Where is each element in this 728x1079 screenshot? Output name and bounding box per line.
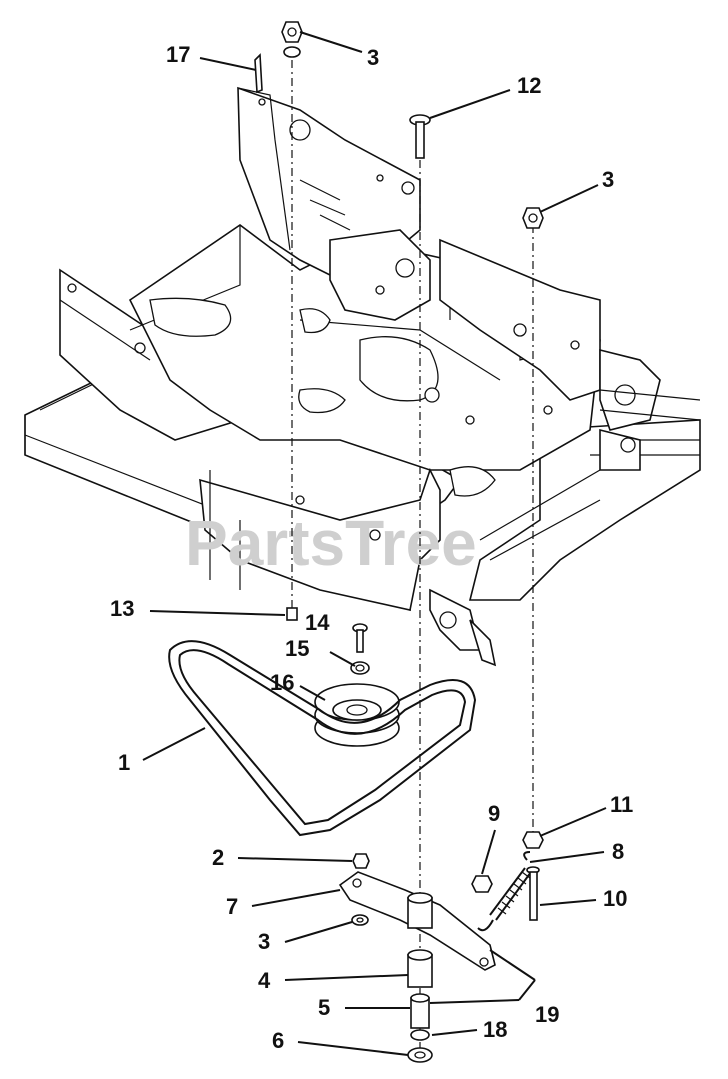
callout-16: 16 xyxy=(270,670,294,695)
callout-3-right: 3 xyxy=(602,167,614,192)
callout-18: 18 xyxy=(483,1017,507,1042)
part-2-nut xyxy=(352,853,370,869)
part-13-bolt xyxy=(286,607,298,621)
callout-labels: 17 3 12 3 13 14 15 16 1 9 11 2 8 7 10 3 … xyxy=(110,42,633,1053)
part-4-bushing xyxy=(407,949,433,988)
callout-4: 4 xyxy=(258,968,271,993)
callout-2: 2 xyxy=(212,845,224,870)
watermark-text: PartsTree xyxy=(185,507,477,579)
part-8-spring xyxy=(477,851,532,932)
part-5-spacer xyxy=(410,993,430,1029)
callout-10: 10 xyxy=(603,886,627,911)
part-14-bolt xyxy=(352,623,368,653)
part-3-nut-top xyxy=(281,21,303,58)
part-7-idler-arm xyxy=(338,871,496,971)
callout-9: 9 xyxy=(488,801,500,826)
part-3-washer-lower xyxy=(351,914,369,926)
callout-3-top: 3 xyxy=(367,45,379,70)
callout-15: 15 xyxy=(285,636,309,661)
part-1-belt xyxy=(168,640,477,837)
callout-19: 19 xyxy=(535,1002,559,1027)
part-6-washer xyxy=(407,1047,433,1063)
callout-7: 7 xyxy=(226,894,238,919)
callout-1: 1 xyxy=(118,750,130,775)
callout-14: 14 xyxy=(305,610,330,635)
callout-12: 12 xyxy=(517,73,541,98)
callout-3-lower: 3 xyxy=(258,929,270,954)
frame-assembly xyxy=(24,86,701,667)
callout-11: 11 xyxy=(610,792,633,817)
part-12-bolt xyxy=(409,114,431,159)
callout-6: 6 xyxy=(272,1028,284,1053)
callout-17: 17 xyxy=(166,42,190,67)
callout-8: 8 xyxy=(612,839,624,864)
leader-lines xyxy=(142,31,607,1056)
part-10-bolt xyxy=(526,866,540,921)
part-18-washer xyxy=(410,1029,430,1041)
part-11-nut xyxy=(522,831,544,849)
part-9-bolt xyxy=(471,875,493,893)
callout-5: 5 xyxy=(318,995,330,1020)
part-3-nut-right xyxy=(522,207,544,229)
part-15-washer xyxy=(350,661,370,675)
callout-13: 13 xyxy=(110,596,134,621)
part-17-pin xyxy=(254,53,263,94)
